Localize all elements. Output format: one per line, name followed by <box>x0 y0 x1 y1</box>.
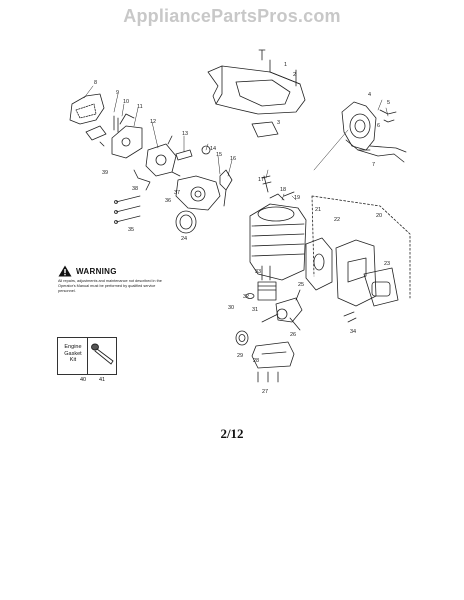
fuel-line-part <box>133 169 151 191</box>
warning-header: WARNING <box>58 265 162 277</box>
watermark: AppliancePartsPros.com <box>123 6 341 26</box>
callout-14: 14 <box>210 146 216 152</box>
clutch-cover-part <box>341 101 407 163</box>
warning-text: All repairs, adjustments and maintenance… <box>58 279 162 293</box>
callout-37: 37 <box>174 190 180 196</box>
screws-part <box>114 195 141 224</box>
callout-1: 1 <box>284 62 287 68</box>
wrench-icon <box>91 343 114 365</box>
callout-21: 21 <box>315 207 321 213</box>
callout-10: 10 <box>123 99 129 105</box>
kit-label: Engine Gasket Kit <box>64 344 82 363</box>
callout-24: 24 <box>181 236 187 242</box>
callout-7: 7 <box>372 162 375 168</box>
spark-arrestor-part <box>363 267 399 307</box>
callout-18: 18 <box>280 187 286 193</box>
callout-11: 11 <box>137 104 143 110</box>
callout-30: 30 <box>228 305 234 311</box>
muffler-bolt-part <box>343 311 357 323</box>
cylinder-part <box>249 191 307 281</box>
callout-13: 13 <box>182 131 188 137</box>
intake-plate-part <box>175 175 221 211</box>
page-number: 2/12 <box>220 426 244 441</box>
callout-20: 20 <box>376 213 382 219</box>
callout-15: 15 <box>216 152 222 158</box>
callout-36: 36 <box>165 198 171 204</box>
callout-8: 8 <box>94 80 97 86</box>
callout-22: 22 <box>334 217 340 223</box>
callout-12: 12 <box>150 119 156 125</box>
callout-5: 5 <box>387 100 390 106</box>
callout-34: 34 <box>350 329 356 335</box>
callout-16: 16 <box>230 156 236 162</box>
callout-4: 4 <box>368 92 371 98</box>
piston-part <box>245 265 277 301</box>
callout-32: 32 <box>243 294 249 300</box>
carb-bracket-part <box>111 113 143 159</box>
callout-27: 27 <box>262 389 268 395</box>
kit-number-40: 40 <box>80 377 87 383</box>
callout-31: 31 <box>252 307 258 313</box>
callout-39: 39 <box>102 170 108 176</box>
crankcase-screws-part <box>257 371 279 383</box>
air-filter-cover-part <box>69 93 107 147</box>
crankcase-part <box>251 341 295 369</box>
muffler-gasket-part <box>305 195 411 299</box>
callout-6: 6 <box>377 123 380 129</box>
top-cover-part <box>207 49 306 115</box>
filter-pad-part <box>251 121 279 138</box>
callout-35: 35 <box>128 227 134 233</box>
kit-divider <box>87 338 88 375</box>
carburetor-part <box>145 135 181 177</box>
callout-29: 29 <box>237 353 243 359</box>
crankshaft-part <box>261 289 303 331</box>
callout-2: 2 <box>293 72 296 78</box>
callout-3: 3 <box>277 120 280 126</box>
callout-17: 17 <box>258 177 264 183</box>
warning-notice: WARNING All repairs, adjustments and mai… <box>58 265 162 294</box>
fuel-fitting-part <box>175 145 233 207</box>
callout-26: 26 <box>290 332 296 338</box>
bearing-part <box>235 330 249 346</box>
callout-33: 33 <box>255 269 261 275</box>
engine-gasket-kit-box: Engine Gasket Kit <box>57 337 117 375</box>
kit-number-41: 41 <box>99 377 106 383</box>
warning-triangle-icon <box>58 265 72 277</box>
intake-boot-part <box>175 210 197 234</box>
callout-28: 28 <box>253 358 259 364</box>
callout-19: 19 <box>294 195 300 201</box>
callout-23: 23 <box>384 261 390 267</box>
callout-25: 25 <box>298 282 304 288</box>
callout-9: 9 <box>116 90 119 96</box>
callout-numbers: 1 2 3 4 5 6 7 8 9 10 11 12 13 14 15 16 1… <box>94 62 390 395</box>
warning-title: WARNING <box>76 266 117 276</box>
callout-38: 38 <box>132 186 138 192</box>
